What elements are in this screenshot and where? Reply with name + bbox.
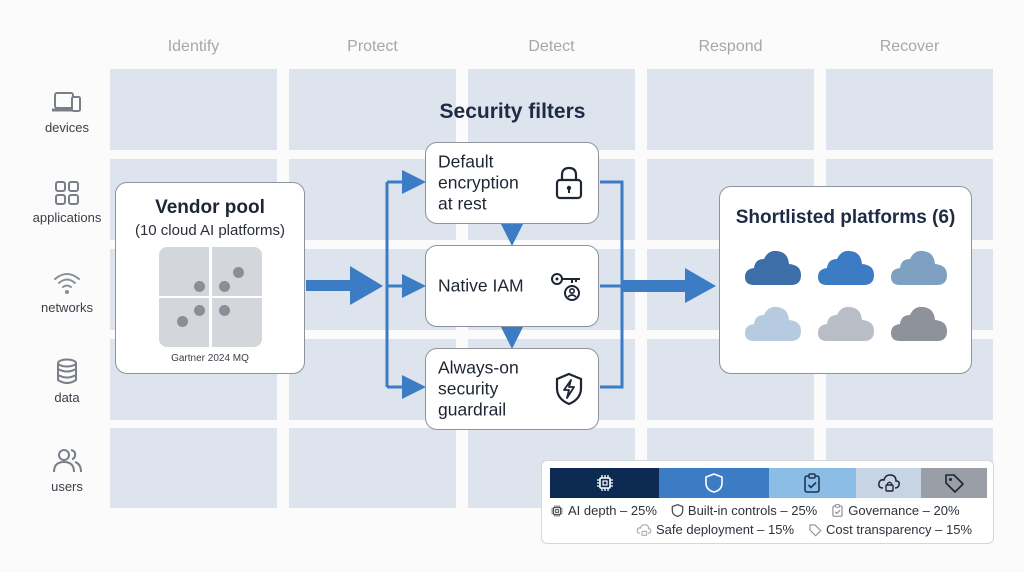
legend-item-built-in-controls: Built-in controls – 25%	[671, 503, 817, 518]
chip-icon	[551, 504, 563, 517]
legend-item-safe-deployment: Safe deployment – 15%	[636, 522, 794, 537]
grid-cell-identify-devices	[110, 69, 277, 150]
weight-segment-governance	[768, 468, 856, 498]
row-label-text: networks	[40, 300, 94, 315]
legend-row-2: Safe deployment – 15% Cost transparency …	[636, 522, 972, 537]
mq-caption: Gartner 2024 MQ	[171, 353, 249, 364]
weight-segment-safe-deployment	[855, 468, 922, 498]
mq-vendor-dot	[194, 305, 205, 316]
big-arrow-to-filters	[306, 266, 383, 305]
filter-label-line: Default	[438, 151, 494, 172]
column-header-identify: Identify	[167, 38, 220, 55]
vendor-pool-card: Vendor pool (10 cloud AI platforms) Gart…	[115, 182, 305, 374]
platform-cloud-icon	[818, 250, 874, 285]
legend-item-governance: Governance – 20%	[831, 503, 960, 518]
column-header-protect: Protect	[347, 38, 398, 55]
legend-item-ai-depth: AI depth – 25%	[550, 503, 657, 518]
shield-icon	[705, 473, 723, 493]
filter-label: Default encryption at rest	[438, 152, 519, 215]
key-user-icon	[551, 273, 580, 301]
mq-quadrant	[212, 298, 262, 347]
row-label-data: data	[20, 358, 114, 405]
grid-cell-protect-devices	[289, 69, 456, 150]
filter-guardrail-card: Always-on security guardrail	[425, 348, 599, 430]
grid-cell-protect-users	[289, 428, 456, 508]
platform-cloud-icon	[818, 306, 874, 341]
filter-label: Always-on security guardrail	[438, 358, 519, 421]
filter-encryption-card: Default encryption at rest	[425, 142, 599, 224]
legend-label: Governance – 20%	[848, 503, 960, 518]
legend-label: Safe deployment – 15%	[656, 522, 795, 537]
devices-icon	[52, 92, 81, 112]
legend-row-1: AI depth – 25% Built-in controls – 25% G…	[550, 503, 960, 518]
weight-segment-ai-depth	[550, 468, 660, 498]
mq-vendor-dot	[177, 316, 188, 327]
weight-segment-built-in-controls	[659, 468, 769, 498]
column-header-respond: Respond	[698, 38, 763, 55]
magic-quadrant-chart	[159, 247, 262, 347]
wifi-icon	[54, 273, 80, 294]
clipboard-check-icon	[832, 504, 843, 517]
legend-label: AI depth – 25%	[568, 503, 657, 518]
filter-label-line: at rest	[438, 193, 487, 214]
filter-label: Native IAM	[438, 276, 524, 297]
row-label-text: data	[54, 390, 80, 405]
cloud-lock-icon	[636, 523, 652, 536]
database-icon	[57, 358, 77, 384]
cloud-lock-icon	[877, 474, 900, 492]
mq-vendor-dot	[219, 305, 230, 316]
big-arrow-to-shortlist	[622, 268, 716, 303]
chip-icon	[596, 475, 613, 491]
row-label-text: applications	[32, 210, 102, 225]
row-label-text: users	[51, 479, 83, 494]
grid-cell-detect-devices	[468, 69, 635, 150]
shortlisted-platforms-card: Shortlisted platforms (6)	[719, 186, 972, 374]
legend-label: Cost transparency – 15%	[826, 522, 973, 537]
filter-label-line: security	[438, 378, 499, 399]
platform-cloud-icon	[891, 306, 947, 341]
platform-cloud-icon	[891, 250, 947, 285]
grid-cell-respond-devices	[647, 69, 814, 150]
clipboard-check-icon	[804, 473, 820, 493]
weight-segment-cost-transparency	[921, 468, 987, 498]
filter-label-line: guardrail	[438, 399, 507, 420]
weighting-legend: AI depth – 25% Built-in controls – 25% G…	[541, 460, 994, 544]
vendor-pool-title: Vendor pool	[155, 197, 265, 218]
users-icon	[53, 449, 82, 473]
column-header-detect: Detect	[528, 38, 575, 55]
security-filters-title: Security filters	[439, 100, 586, 123]
mq-vendor-dot	[194, 281, 205, 292]
column-header-recover: Recover	[879, 38, 940, 55]
platform-cloud-icon	[745, 306, 801, 341]
lock-icon	[555, 166, 583, 200]
row-label-applications: applications	[20, 180, 114, 225]
grid-apps-icon	[55, 181, 79, 205]
legend-label: Built-in controls – 25%	[687, 503, 818, 518]
vendor-pool-subtitle: (10 cloud AI platforms)	[134, 222, 286, 239]
mq-vendor-dot	[233, 267, 244, 278]
filter-label-line: encryption	[438, 172, 519, 193]
row-label-text: devices	[44, 120, 90, 135]
filter-native-iam-card: Native IAM	[425, 245, 599, 327]
weighting-bar	[550, 468, 987, 498]
legend-item-cost-transparency: Cost transparency – 15%	[808, 522, 972, 537]
tag-icon	[945, 474, 965, 493]
row-label-networks: networks	[20, 270, 114, 315]
row-label-users: users	[20, 447, 114, 494]
shield-bolt-icon	[555, 372, 583, 406]
platform-cloud-icon	[745, 250, 801, 285]
grid-cell-recover-devices	[826, 69, 993, 150]
grid-cell-identify-users	[110, 428, 277, 508]
mq-vendor-dot	[219, 281, 230, 292]
row-label-devices: devices	[20, 90, 114, 135]
filter-label-line: Native IAM	[438, 275, 524, 296]
filter-label-line: Always-on	[438, 357, 519, 378]
shortlist-title: Shortlisted platforms (6)	[735, 207, 956, 228]
shield-icon	[671, 503, 684, 518]
tag-icon	[809, 523, 822, 536]
